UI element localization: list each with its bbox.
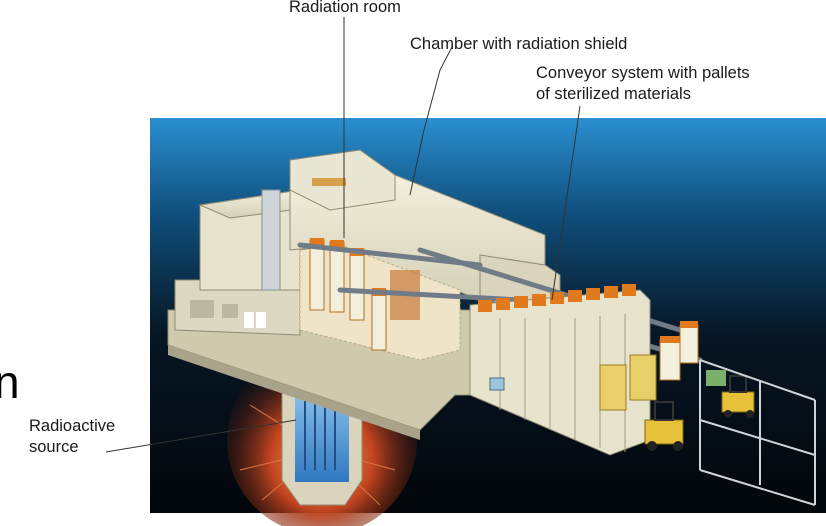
label-radiation-room: Radiation room [289,0,401,16]
forklift-back [706,370,755,418]
label-conveyor-line1: Conveyor system with pallets [536,64,750,82]
cropped-side-glyph: n [0,356,20,408]
forklift-front [644,401,684,451]
label-radioactive-source: Radioactive source [29,416,115,458]
loading-dock-frame [699,359,816,506]
conveyor-top-pallets [478,284,636,312]
leader-lines [105,17,581,453]
loading-bay-pallets [599,321,699,411]
ventilation-duct [261,189,281,291]
label-conveyor: Conveyor system with pallets of steriliz… [536,63,750,105]
label-chamber: Chamber with radiation shield [410,35,628,53]
label-conveyor-line2: of sterilized materials [536,85,691,103]
label-source-line1: Radioactive [29,417,116,435]
label-source-line2: source [29,438,79,456]
small-crate [489,377,505,391]
